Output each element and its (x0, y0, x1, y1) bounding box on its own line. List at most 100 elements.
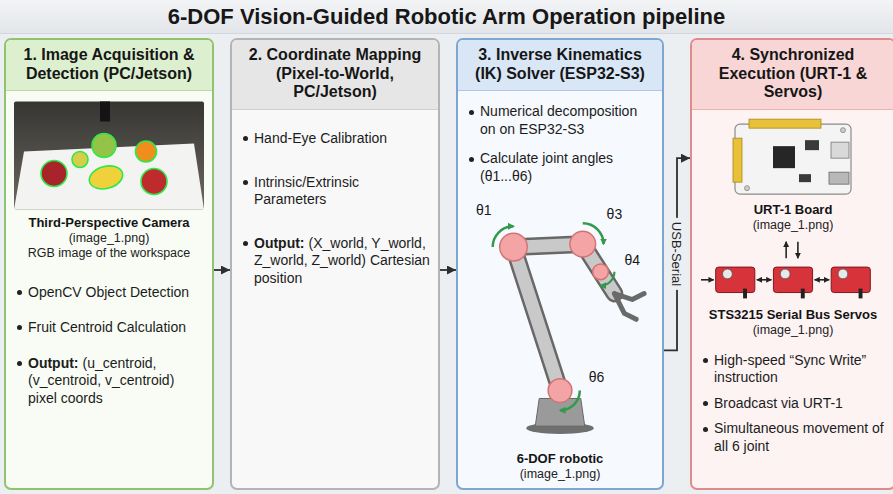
bullet-text: Fruit Centroid Calculation (28, 319, 186, 335)
bullet-item: Calculate joint angles (θ1...θ6) (466, 150, 654, 185)
bullet-item: Intrinsic/Extrinsic Parameters (240, 174, 430, 209)
bus-arrow (797, 242, 799, 259)
servo-wire (859, 289, 863, 299)
joint (593, 264, 609, 280)
photo-background (14, 101, 204, 209)
bullet-dot (243, 180, 248, 185)
urt1-board-illustration (733, 119, 851, 194)
servo-horn (838, 269, 848, 279)
panel-heading: 4. Synchronized Execution (URT-1 & Servo… (719, 46, 867, 100)
bus-arrow (815, 279, 830, 281)
panel-body: Hand-Eye CalibrationIntrinsic/Extrinsic … (232, 110, 438, 488)
gripper (614, 294, 644, 320)
panel-body: URT-1 Board(image_1.png)STS3215 Serial B… (692, 110, 893, 488)
image-note: (image_1.png) (14, 231, 204, 246)
bullet-dot (17, 325, 22, 330)
servo (831, 267, 870, 292)
joint-angle-label: θ4 (624, 252, 640, 268)
joint-angle-label: θ1 (476, 202, 492, 218)
image-caption: URT-1 Board (700, 202, 886, 218)
mount-hole (745, 186, 750, 191)
mount-hole (841, 128, 846, 133)
bullet-text: OpenCV Object Detection (28, 284, 189, 300)
panel-header: 4. Synchronized Execution (URT-1 & Servo… (692, 40, 893, 110)
image-slot (733, 118, 853, 198)
joint (548, 379, 572, 403)
edge-label-anchor: USB-Serial (668, 218, 686, 290)
header-connector (733, 138, 742, 182)
rotation-arrow (560, 391, 580, 411)
bus-arrow (785, 242, 787, 259)
bus-arrow (757, 279, 772, 281)
bullet-text: Broadcast via URT-1 (714, 395, 843, 411)
robot-foot (526, 422, 593, 434)
diagram-title: 6-DOF Vision-Guided Robotic Arm Operatio… (168, 4, 725, 29)
image-caption: Third-Perspective Camera (14, 215, 204, 231)
image-note: (image_1.png) (466, 467, 654, 482)
label-anchor: θ1 (476, 201, 492, 219)
joint (500, 233, 528, 261)
bullet-item: Simultaneous movement of all 6 joint (700, 420, 886, 455)
bullet-item: High-speed “Sync Write” instruction (700, 352, 886, 387)
joint (570, 231, 596, 257)
white-board (14, 143, 204, 209)
servo-wire (801, 289, 805, 299)
pcb (735, 124, 851, 194)
bullet-text: Numerical decomposition on on ESP32-S3 (480, 103, 637, 137)
bullet-dot (703, 401, 708, 406)
bullet-text: Hand-Eye Calibration (254, 130, 387, 146)
panel-heading: 2. Coordinate Mapping (Pixel-to-World, P… (249, 46, 421, 100)
bullet-dot (243, 136, 248, 141)
stage-panel: 4. Synchronized Execution (URT-1 & Servo… (690, 38, 893, 490)
connector (831, 142, 849, 158)
joint-angle-label: θ3 (607, 206, 623, 222)
image-note: (image_1.png) (700, 323, 886, 338)
image-caption: STS3215 Serial Bus Servos (700, 307, 886, 323)
image-note: (image_1.png) (700, 218, 886, 233)
bullet-item: Output:(u_centroid, (v_centroid, v_centr… (14, 355, 204, 408)
label-anchor: θ4 (624, 251, 640, 269)
servo-chain-illustration (701, 242, 870, 299)
red-apple (141, 168, 167, 194)
panel-header: 2. Coordinate Mapping (Pixel-to-World, P… (232, 40, 438, 110)
arm-link (513, 244, 614, 390)
bullet-dot (703, 427, 708, 432)
bullet-dot (469, 110, 474, 115)
stage-panel: 2. Coordinate Mapping (Pixel-to-World, P… (230, 38, 440, 490)
header-connector (749, 119, 821, 128)
bullet-item: Broadcast via URT-1 (700, 395, 886, 413)
output-label: Output: (254, 235, 305, 251)
panel-body: Numerical decomposition on on ESP32-S3Ca… (458, 91, 662, 488)
image-caption: 6-DOF robotic (466, 451, 654, 467)
label-anchor: θ6 (589, 368, 605, 386)
joint-angle-label: θ6 (589, 369, 605, 385)
bullet-item: Numerical decomposition on on ESP32-S3 (466, 103, 654, 138)
green-apple (92, 133, 116, 157)
panel-body: Third-Perspective Camera(image_1.png)RGB… (6, 91, 212, 488)
robot-arm-illustration (493, 223, 644, 434)
flow-arrow (440, 269, 456, 271)
bullet-dot (243, 241, 248, 246)
bullet-item: Fruit Centroid Calculation (14, 319, 204, 337)
image-slot (14, 101, 204, 209)
panel-header: 3. Inverse Kinematics (IK) Solver (ESP32… (458, 40, 662, 91)
chip (773, 146, 795, 168)
connector-label: USB-Serial (668, 218, 685, 290)
camera-stand (100, 101, 110, 121)
stage-panel: 1. Image Acquisition & Detection (PC/Jet… (4, 38, 214, 490)
output-label: Output: (28, 355, 79, 371)
bullet-item: Output:(X_world, Y_world, Z_world, Z_wor… (240, 235, 430, 288)
bullet-text: High-speed “Sync Write” instruction (714, 352, 866, 386)
bullet-dot (17, 361, 22, 366)
rotation-arrow (583, 223, 604, 244)
bullet-item: OpenCV Object Detection (14, 284, 204, 302)
image-slot (466, 189, 654, 449)
servo-horn (780, 269, 790, 279)
bullet-dot (469, 157, 474, 162)
rotation-arrow (601, 272, 615, 286)
orange (136, 141, 157, 162)
panel-header: 1. Image Acquisition & Detection (PC/Jet… (6, 40, 212, 91)
flow-arrow (214, 269, 230, 271)
image-slot (700, 239, 886, 303)
image-note: RGB image of the workspace (14, 246, 204, 261)
